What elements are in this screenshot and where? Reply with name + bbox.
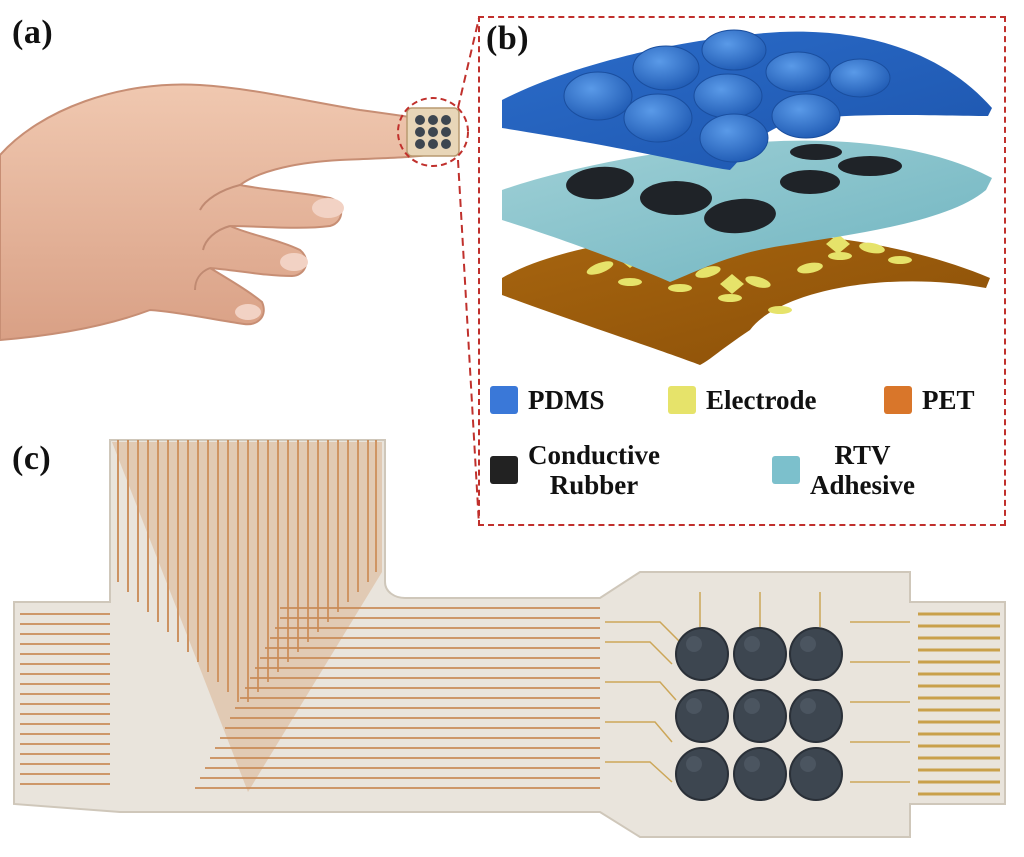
gold-connector bbox=[918, 612, 1000, 796]
panel-label-c: (c) bbox=[12, 440, 52, 477]
pdms-swatch bbox=[490, 386, 518, 414]
panel-label-b: (b) bbox=[486, 20, 530, 57]
legend-label-line2: Rubber bbox=[549, 470, 639, 500]
copper-traces bbox=[117, 440, 377, 702]
legend-label: PDMS bbox=[528, 385, 605, 415]
flexible-circuit-photo bbox=[13, 439, 1006, 838]
rtv-layer bbox=[502, 140, 992, 282]
pet-swatch bbox=[884, 386, 912, 414]
sensor-gold-traces bbox=[605, 592, 910, 783]
callout-circle bbox=[397, 97, 469, 167]
legend-item-pdms: PDMS bbox=[490, 386, 605, 414]
legend-item-conductive-rubber: Conductive Rubber bbox=[490, 440, 660, 500]
sensor-on-finger bbox=[406, 107, 460, 157]
legend-item-rtv-adhesive: RTV Adhesive bbox=[772, 440, 915, 500]
conductive-rubber-swatch bbox=[490, 456, 518, 484]
legend-label-line1: RTV bbox=[834, 440, 891, 470]
legend-item-electrode: Electrode bbox=[668, 386, 816, 414]
electrode-swatch bbox=[668, 386, 696, 414]
legend-label: Electrode bbox=[706, 385, 817, 415]
panel-label-a: (a) bbox=[12, 14, 54, 51]
layer-stack-illustration bbox=[502, 29, 992, 365]
inset-box bbox=[478, 16, 1006, 526]
horizontal-traces bbox=[20, 607, 600, 789]
legend-label-line2: Adhesive bbox=[810, 470, 916, 500]
legend-item-pet: PET bbox=[884, 386, 975, 414]
pdms-layer bbox=[502, 29, 992, 171]
palm bbox=[0, 83, 455, 342]
rubber-dot-array bbox=[675, 627, 843, 801]
hand-photo bbox=[0, 83, 469, 342]
legend-label: PET bbox=[922, 385, 975, 415]
conductive-rubber-dots bbox=[566, 144, 902, 234]
rtv-adhesive-swatch bbox=[772, 456, 800, 484]
legend-label-line1: Conductive bbox=[528, 440, 661, 470]
